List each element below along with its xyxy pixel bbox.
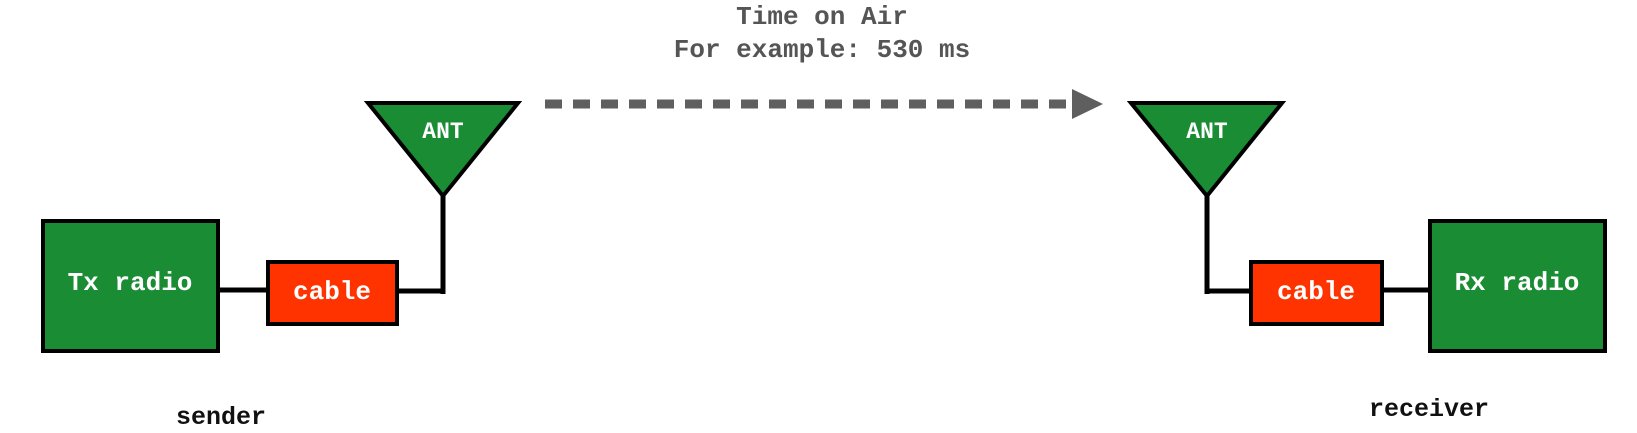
sender-group: Tx radio cable ANT sender	[41, 101, 523, 432]
transmission-arrow	[545, 89, 1103, 119]
sender-antenna-label: ANT	[422, 119, 464, 145]
tx-radio-label: Tx radio	[68, 268, 193, 298]
receiver-cable-box: cable	[1249, 260, 1384, 326]
rx-radio-label: Rx radio	[1455, 268, 1580, 298]
transmission-arrow-head	[1072, 89, 1103, 119]
receiver-antenna-icon: ANT	[1126, 101, 1287, 200]
receiver-label: receiver	[1369, 395, 1489, 424]
caption-example: For example: 530 ms	[674, 35, 970, 65]
receiver-cable-label: cable	[1277, 277, 1355, 307]
caption-title: Time on Air	[736, 2, 908, 32]
sender-antenna-icon: ANT	[363, 101, 523, 200]
rx-radio-box: Rx radio	[1428, 219, 1607, 353]
receiver-group: ANT cable Rx radio receiver	[1126, 101, 1607, 424]
receiver-antenna-label: ANT	[1186, 119, 1228, 145]
sender-label: sender	[176, 403, 266, 432]
tx-radio-box: Tx radio	[41, 219, 220, 353]
sender-cable-box: cable	[266, 260, 399, 326]
sender-cable-label: cable	[293, 277, 371, 307]
